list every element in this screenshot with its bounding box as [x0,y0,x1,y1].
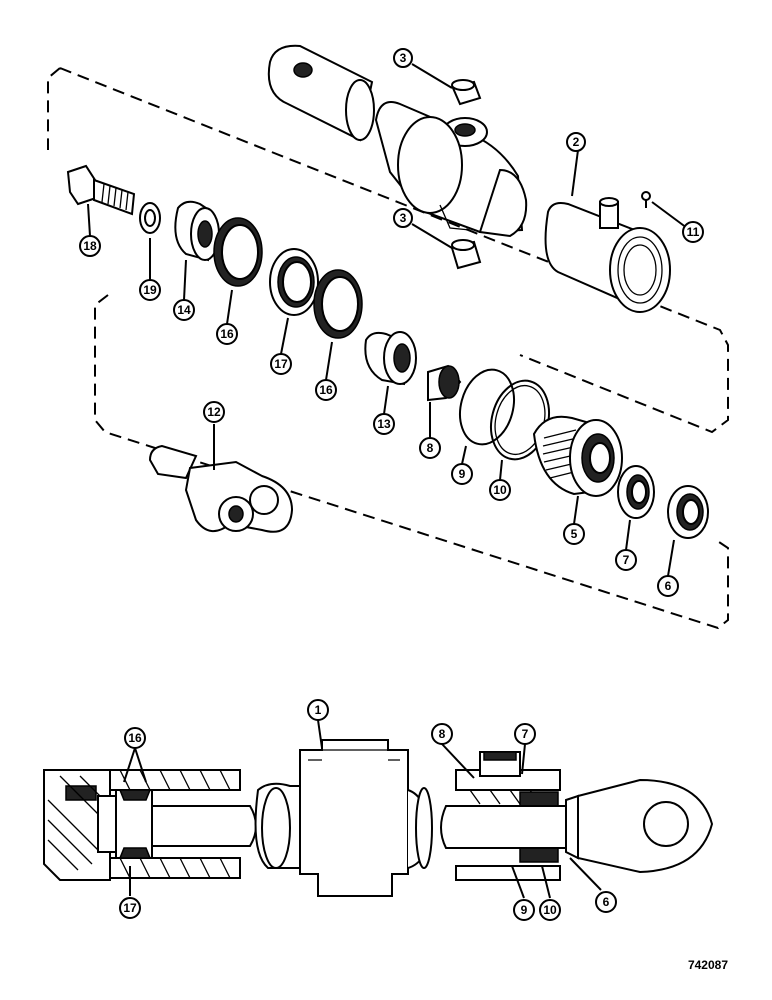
rod-wiper [617,465,655,519]
cap-screw [66,164,136,216]
callout-10: 10 [489,479,511,501]
svg-text:16: 16 [319,383,333,397]
svg-text:11: 11 [687,225,700,239]
washer [139,202,161,234]
svg-text:10: 10 [493,483,507,497]
callout-19: 19 [139,279,161,301]
callout-8-section: 8 [431,723,453,745]
svg-text:3: 3 [400,211,407,225]
callout-2: 2 [566,132,586,152]
callout-5: 5 [563,523,585,545]
callout-18: 18 [79,235,101,257]
callout-9-section: 9 [513,899,535,921]
svg-text:13: 13 [377,417,391,431]
callout-3-upper: 3 [393,48,413,68]
svg-text:7: 7 [623,553,630,567]
callout-9: 9 [451,463,473,485]
svg-text:9: 9 [521,903,528,917]
wear-ring [269,248,319,316]
callout-7: 7 [615,549,637,571]
svg-text:14: 14 [177,303,191,317]
bushing-upper [451,79,482,106]
callout-3-lower: 3 [393,208,413,228]
center-trunnion [374,101,528,238]
cylinder-head-gland [532,415,623,497]
svg-text:18: 18 [83,239,97,253]
grease-fitting [641,191,651,208]
svg-text:7: 7 [522,727,529,741]
piston-half [364,331,417,386]
svg-text:6: 6 [603,895,610,909]
callout-17: 17 [270,353,292,375]
piston-seal-upper [213,217,263,287]
svg-text:12: 12 [207,405,221,419]
callout-6: 6 [657,575,679,597]
callout-14: 14 [173,299,195,321]
svg-text:16: 16 [128,731,142,745]
rod-seal [667,485,709,539]
svg-text:17: 17 [274,357,288,371]
callout-7-section: 7 [514,723,536,745]
svg-text:9: 9 [459,467,466,481]
callout-11: 11 [682,221,704,243]
barrel-tube-end [267,44,375,142]
callout-10-section: 10 [539,899,561,921]
callout-16-section: 16 [124,727,146,749]
callout-6-section: 6 [595,891,617,913]
callout-16-upper: 16 [216,323,238,345]
bushing-lower [450,239,482,270]
piston [174,200,220,262]
callout-12: 12 [203,401,225,423]
assembled-cross-section [43,739,714,897]
callout-1-section: 1 [307,699,329,721]
callout-17-section: 17 [119,897,141,919]
rod-clevis [148,444,294,533]
drawing-number: 742087 [687,958,728,972]
svg-text:6: 6 [665,579,672,593]
piston-seal-lower [313,269,363,339]
svg-text:5: 5 [571,527,578,541]
svg-text:16: 16 [220,327,234,341]
svg-text:8: 8 [427,441,434,455]
callout-8: 8 [419,437,441,459]
o-ring [459,368,515,446]
svg-text:1: 1 [315,703,322,717]
svg-text:2: 2 [573,135,580,149]
rod-bushing [427,364,462,402]
barrel-head [544,197,671,313]
svg-text:19: 19 [143,283,157,297]
svg-text:17: 17 [123,901,137,915]
leader-lines [87,63,688,899]
callout-16-lower: 16 [315,379,337,401]
svg-text:8: 8 [439,727,446,741]
svg-text:10: 10 [543,903,557,917]
callout-13: 13 [373,413,395,435]
svg-text:3: 3 [400,51,407,65]
